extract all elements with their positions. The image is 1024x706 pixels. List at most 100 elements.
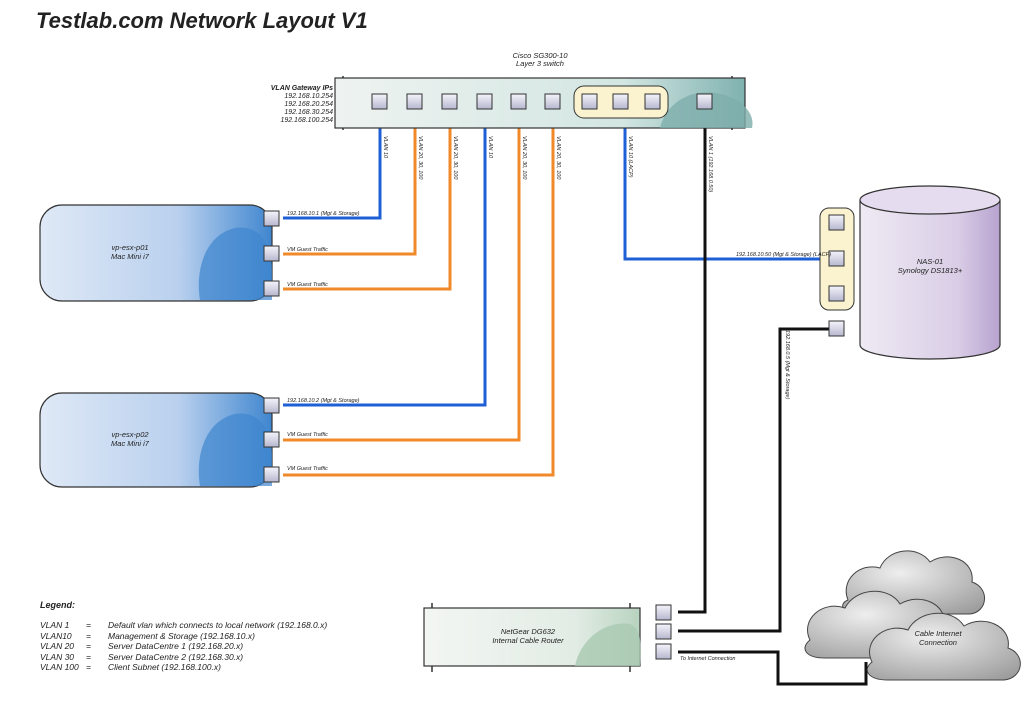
switch-device: Cisco SG300-10 Layer 3 switch VLAN Gatew… [271, 51, 753, 130]
nic-port [263, 280, 280, 297]
switch-port-4 [476, 93, 493, 110]
legend-key: VLAN 20 [40, 641, 75, 651]
nic-port [263, 210, 280, 227]
link-label: VM Guest Traffic [287, 247, 328, 253]
nas-name: NAS-01 [917, 257, 943, 266]
router-model: Internal Cable Router [492, 636, 564, 645]
gateway-heading: VLAN Gateway IPs [271, 85, 333, 92]
port-label: VLAN 20, 30, 100 [555, 136, 561, 180]
switch-port-7 [581, 93, 598, 110]
legend-desc: Client Subnet (192.168.100.x) [108, 662, 221, 672]
host-vp-esx-p01: vp-esx-p01 Mac Mini i7 192.168.10.1 (Mgt… [39, 204, 360, 302]
nas-vlan1-label: 192.168.0.5 (Mgt & Storage) [784, 330, 790, 400]
gateway-ip: 192.168.100.254 [280, 117, 333, 124]
cable-vlan10-p01 [283, 110, 382, 220]
port-label: VLAN 10 (LACP) [627, 136, 633, 178]
legend-row: VLAN 1 = Default vlan which connects to … [40, 620, 327, 631]
router-port [655, 604, 672, 621]
port-labels: VLAN 10 VLAN 20, 30, 100 VLAN 20, 30, 10… [382, 136, 713, 192]
host-model: Mac Mini i7 [111, 439, 150, 448]
nas-lacp-label: 192.168.10.50 (Mgt & Storage) (LACP) [736, 252, 831, 258]
cable-vlan10-p02 [283, 110, 487, 407]
legend-heading: Legend: [40, 600, 75, 610]
host-name: vp-esx-p01 [111, 243, 148, 252]
port-label: VLAN 1 (192.168.0.50) [707, 136, 713, 192]
cable-lacp-nas [623, 110, 826, 261]
router-device: NetGear DG632 Internal Cable Router To I… [423, 603, 735, 672]
cable-guest-p01-a [283, 110, 417, 256]
switch-subtitle: Layer 3 switch [516, 59, 564, 68]
legend: Legend: VLAN 1 = Default vlan which conn… [40, 600, 327, 673]
legend-equals: = [86, 651, 91, 662]
nas-port [828, 285, 845, 302]
switch-port-9 [644, 93, 661, 110]
switch-port-8 [612, 93, 629, 110]
internet-connection-label: To Internet Connection [680, 656, 735, 662]
port-label: VLAN 10 [487, 136, 493, 159]
cable-nas-router [678, 327, 834, 633]
legend-equals: = [86, 630, 91, 641]
nic-port [263, 431, 280, 448]
nic-port [263, 245, 280, 262]
cable-guest-p01-b [283, 110, 452, 291]
router-port [655, 623, 672, 640]
host-vp-esx-p02: vp-esx-p02 Mac Mini i7 192.168.10.2 (Mgt… [39, 392, 360, 488]
link-label: VM Guest Traffic [287, 432, 328, 438]
legend-desc: Server DataCentre 2 (192.168.30.x) [108, 651, 244, 662]
cloud-label-line1: Cable Internet [914, 629, 962, 638]
nas-port [828, 214, 845, 231]
legend-row: VLAN 100 = Client Subnet (192.168.100.x) [40, 662, 327, 673]
cable-vlan1-router [678, 110, 707, 614]
cables [283, 110, 868, 686]
gateway-ip: 192.168.30.254 [284, 109, 333, 116]
switch-port-6 [544, 93, 561, 110]
switch-port-1 [371, 93, 388, 110]
legend-row: VLAN 20 = Server DataCentre 1 (192.168.2… [40, 641, 327, 652]
router-name: NetGear DG632 [501, 627, 556, 636]
legend-key: VLAN 1 [40, 620, 70, 630]
gateway-ip: 192.168.10.254 [284, 93, 333, 100]
router-port [655, 643, 672, 660]
nas-port [828, 250, 845, 267]
host-model: Mac Mini i7 [111, 252, 150, 261]
link-label: VM Guest Traffic [287, 282, 328, 288]
nas-port [828, 320, 845, 337]
legend-key: VLAN 30 [40, 651, 75, 662]
nas-model: Synology DS1813+ [898, 266, 963, 275]
legend-key: VLAN10 [40, 630, 72, 641]
legend-row: VLAN10 = Management & Storage (192.168.1… [40, 631, 327, 642]
switch-ports [371, 93, 713, 110]
cable-guest-p02-b [283, 110, 555, 477]
legend-equals: = [86, 641, 91, 651]
cloud-icon: Cable Internet Connection [804, 550, 1021, 681]
legend-desc: Default vlan which connects to local net… [108, 620, 328, 630]
switch-port-3 [441, 93, 458, 110]
nic-port [263, 397, 280, 414]
gateway-ip: 192.168.20.254 [284, 101, 333, 108]
nas-device: NAS-01 Synology DS1813+ 192.168.10.50 (M… [736, 185, 1001, 400]
switch-name: Cisco SG300-10 [512, 51, 568, 60]
cable-guest-p02-a [283, 110, 521, 442]
cloud-label-line2: Connection [919, 638, 957, 647]
port-label: VLAN 10 [382, 136, 388, 159]
link-label: 192.168.10.1 (Mgt & Storage) [287, 211, 360, 217]
port-label: VLAN 20, 30, 100 [521, 136, 527, 180]
switch-port-5 [510, 93, 527, 110]
host-name: vp-esx-p02 [111, 430, 149, 439]
cable-router-internet [678, 650, 868, 686]
legend-row: VLAN 30 = Server DataCentre 2 (192.168.3… [40, 652, 327, 663]
nic-port [263, 466, 280, 483]
page-title: Testlab.com Network Layout V1 [36, 8, 368, 33]
port-label: VLAN 20, 30, 100 [452, 136, 458, 180]
legend-equals: = [86, 620, 91, 630]
port-label: VLAN 20, 30, 100 [417, 136, 423, 180]
switch-port-10 [696, 93, 713, 110]
switch-port-2 [406, 93, 423, 110]
link-label: VM Guest Traffic [287, 466, 328, 472]
legend-key: VLAN 100 [40, 662, 79, 672]
legend-equals: = [86, 662, 91, 672]
legend-desc: Management & Storage (192.168.10.x) [108, 630, 255, 641]
link-label: 192.168.10.2 (Mgt & Storage) [287, 398, 360, 404]
legend-desc: Server DataCentre 1 (192.168.20.x) [108, 641, 244, 651]
